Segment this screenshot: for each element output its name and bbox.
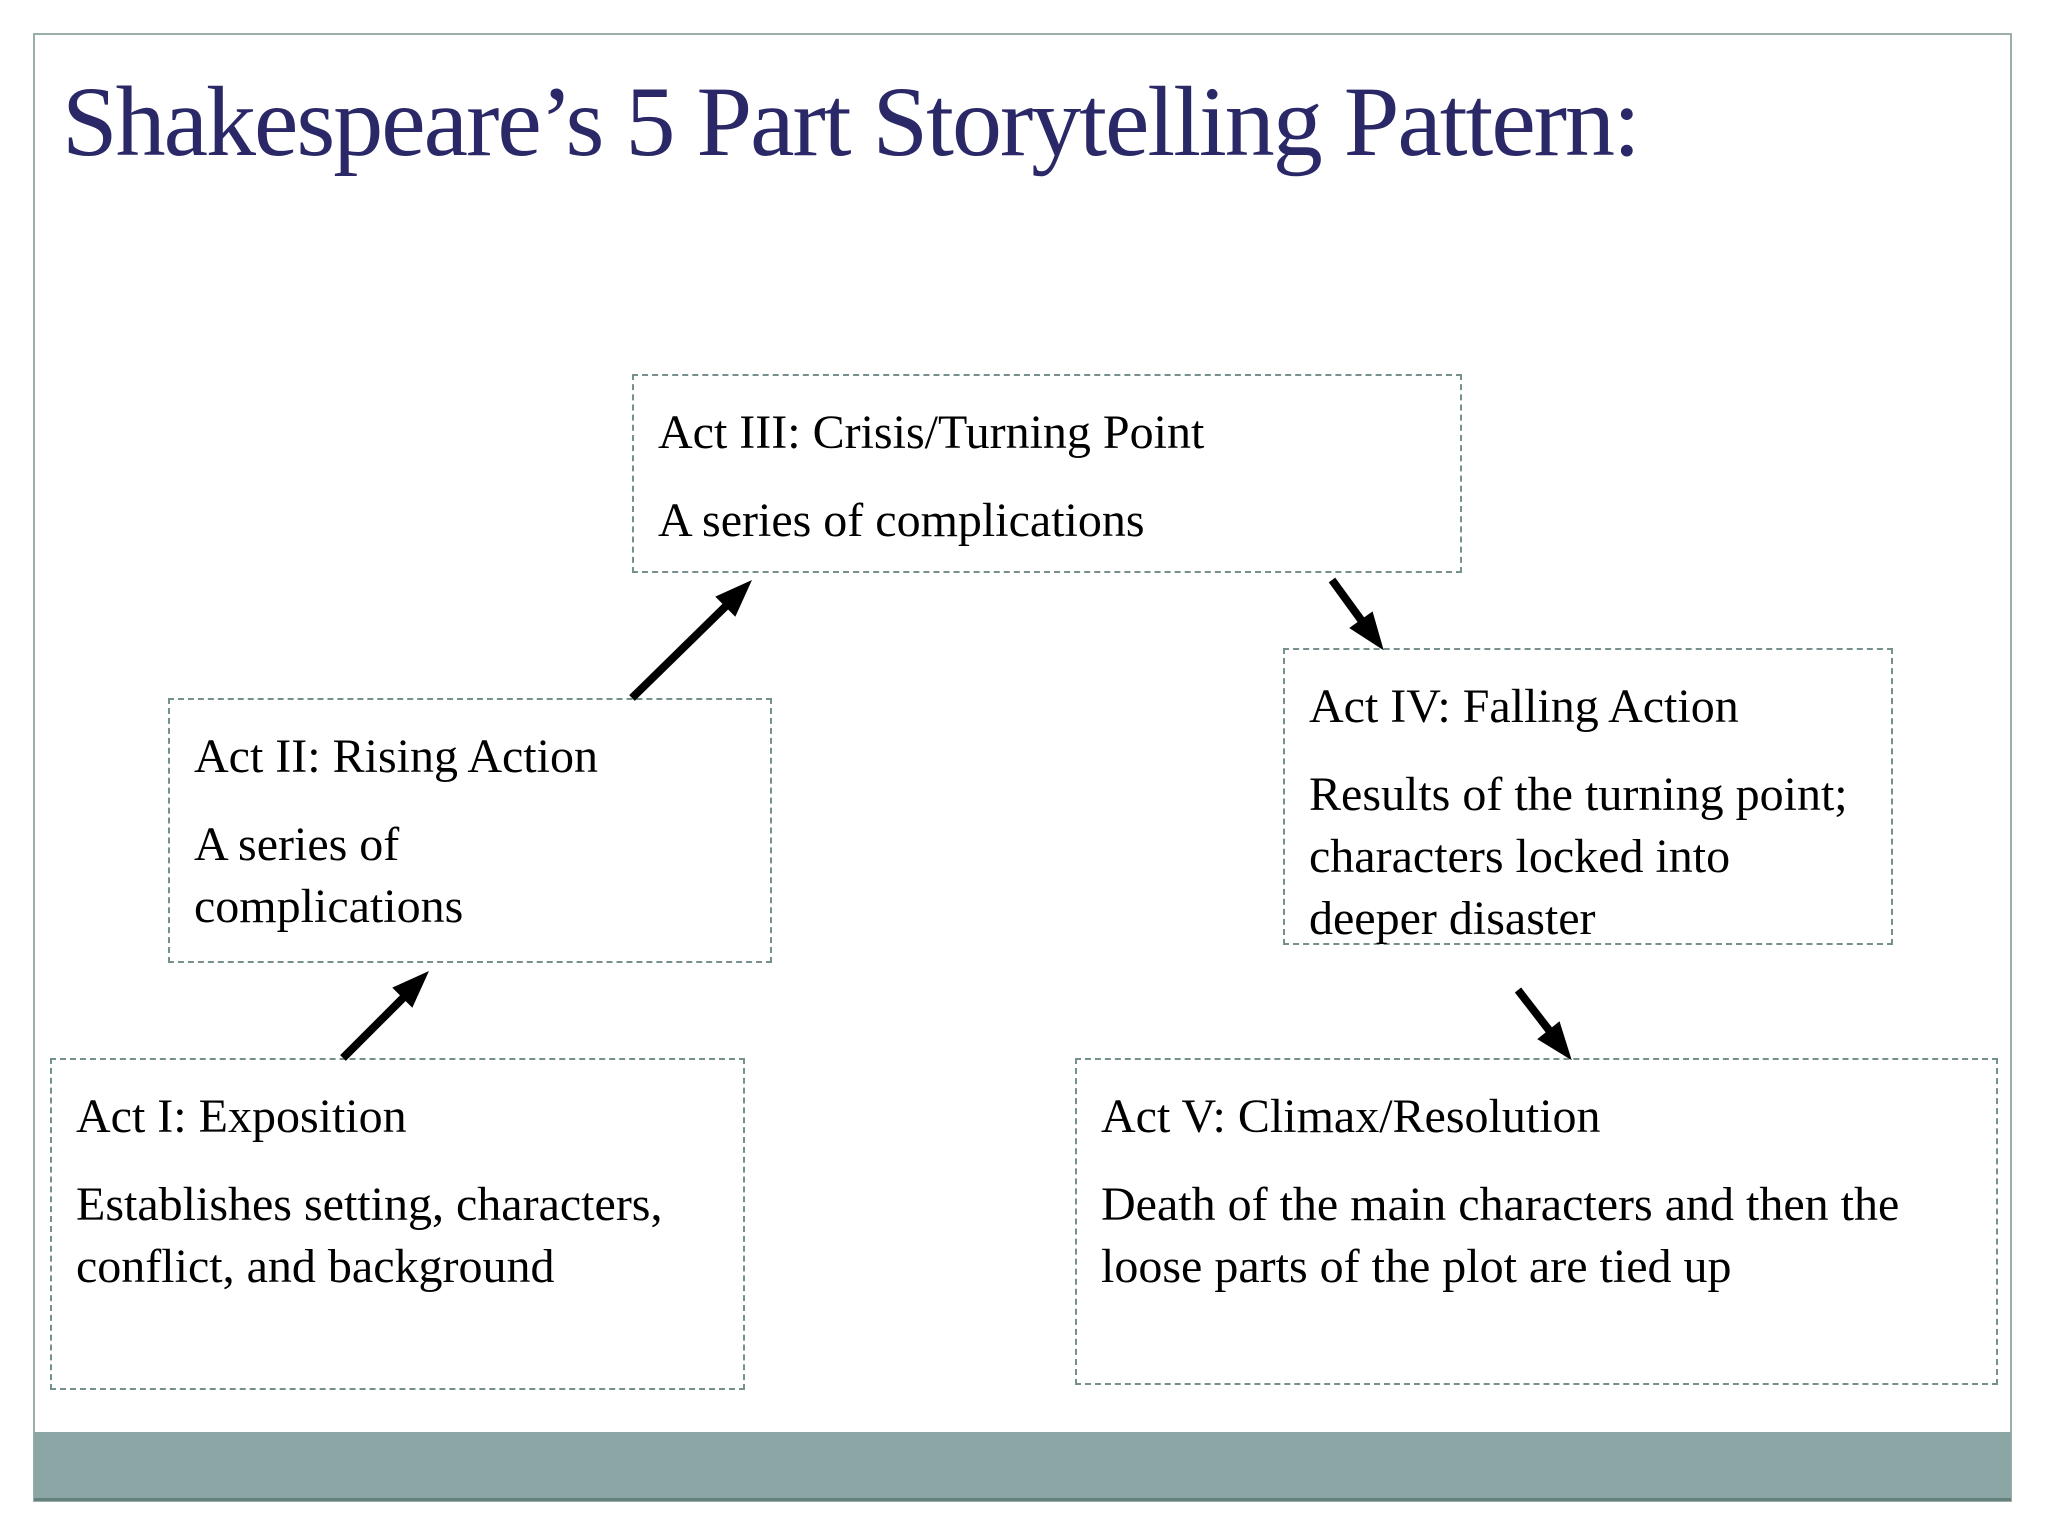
box-act1-exposition: Act I: Exposition Establishes setting, c…	[50, 1058, 745, 1390]
box-act5-heading: Act V: Climax/Resolution	[1101, 1090, 1601, 1143]
slide-title: Shakespeare’s 5 Part Storytelling Patter…	[62, 66, 1641, 177]
box-act3-heading: Act III: Crisis/Turning Point	[658, 406, 1205, 459]
box-act3-body: A series of complications	[658, 494, 1145, 547]
box-act3-crisis: Act III: Crisis/Turning Point A series o…	[632, 374, 1462, 573]
slide-footer-bar	[34, 1432, 2011, 1501]
box-act1-heading: Act I: Exposition	[76, 1090, 407, 1143]
box-act5-body: Death of the main characters and then th…	[1101, 1178, 1900, 1293]
box-act2-rising-action: Act II: Rising Action A series of compli…	[168, 698, 772, 963]
box-act2-heading: Act II: Rising Action	[194, 730, 598, 783]
box-act4-heading: Act IV: Falling Action	[1309, 680, 1739, 733]
box-act4-body: Results of the turning point; characters…	[1309, 768, 1848, 945]
box-act5-climax-resolution: Act V: Climax/Resolution Death of the ma…	[1075, 1058, 1998, 1385]
box-act1-body: Establishes setting, characters, conflic…	[76, 1178, 663, 1293]
box-act2-body: A series of complications	[194, 818, 464, 933]
box-act4-falling-action: Act IV: Falling Action Results of the tu…	[1283, 648, 1893, 945]
